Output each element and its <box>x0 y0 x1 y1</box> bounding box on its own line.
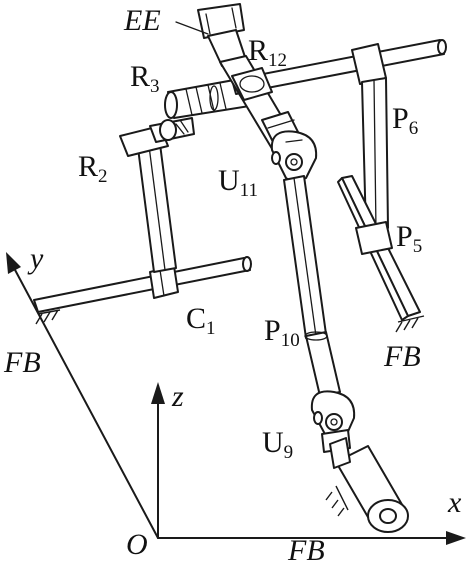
y-axis-line <box>13 267 159 539</box>
coordinate-frame <box>6 252 466 545</box>
label-p5: P5 <box>396 220 422 257</box>
p6-arm <box>351 43 389 233</box>
x-axis-arrow <box>446 531 466 545</box>
label-r12: R12 <box>248 34 287 71</box>
label-end-effector: EE <box>123 4 161 37</box>
label-r2: R2 <box>78 150 108 187</box>
u11-joint <box>270 130 318 182</box>
label-u11: U11 <box>218 164 258 201</box>
p5-rail <box>337 175 425 333</box>
u9-joint <box>310 390 356 453</box>
label-fb-right: FB <box>383 340 421 373</box>
label-p6: P6 <box>392 102 418 139</box>
r2-link <box>119 117 195 273</box>
label-fb-bottom: FB <box>287 534 325 566</box>
label-axis-x: x <box>447 486 462 519</box>
label-p10: P10 <box>264 314 300 351</box>
label-u9: U9 <box>262 426 293 463</box>
label-fb-left: FB <box>3 346 41 379</box>
label-c1: C1 <box>186 302 216 339</box>
label-axis-z: z <box>171 380 184 413</box>
p10-link <box>283 175 341 397</box>
bottom-base-cylinder <box>325 437 409 533</box>
p5-slider-block <box>355 221 393 255</box>
z-axis-arrow <box>151 382 165 404</box>
label-r3: R3 <box>130 60 160 97</box>
r12-collar <box>231 67 273 101</box>
y-axis-arrow <box>6 252 21 274</box>
label-axis-y: y <box>27 242 44 275</box>
c1-base-rod <box>33 256 252 325</box>
end-effector <box>175 3 247 67</box>
label-origin: O <box>126 528 148 561</box>
